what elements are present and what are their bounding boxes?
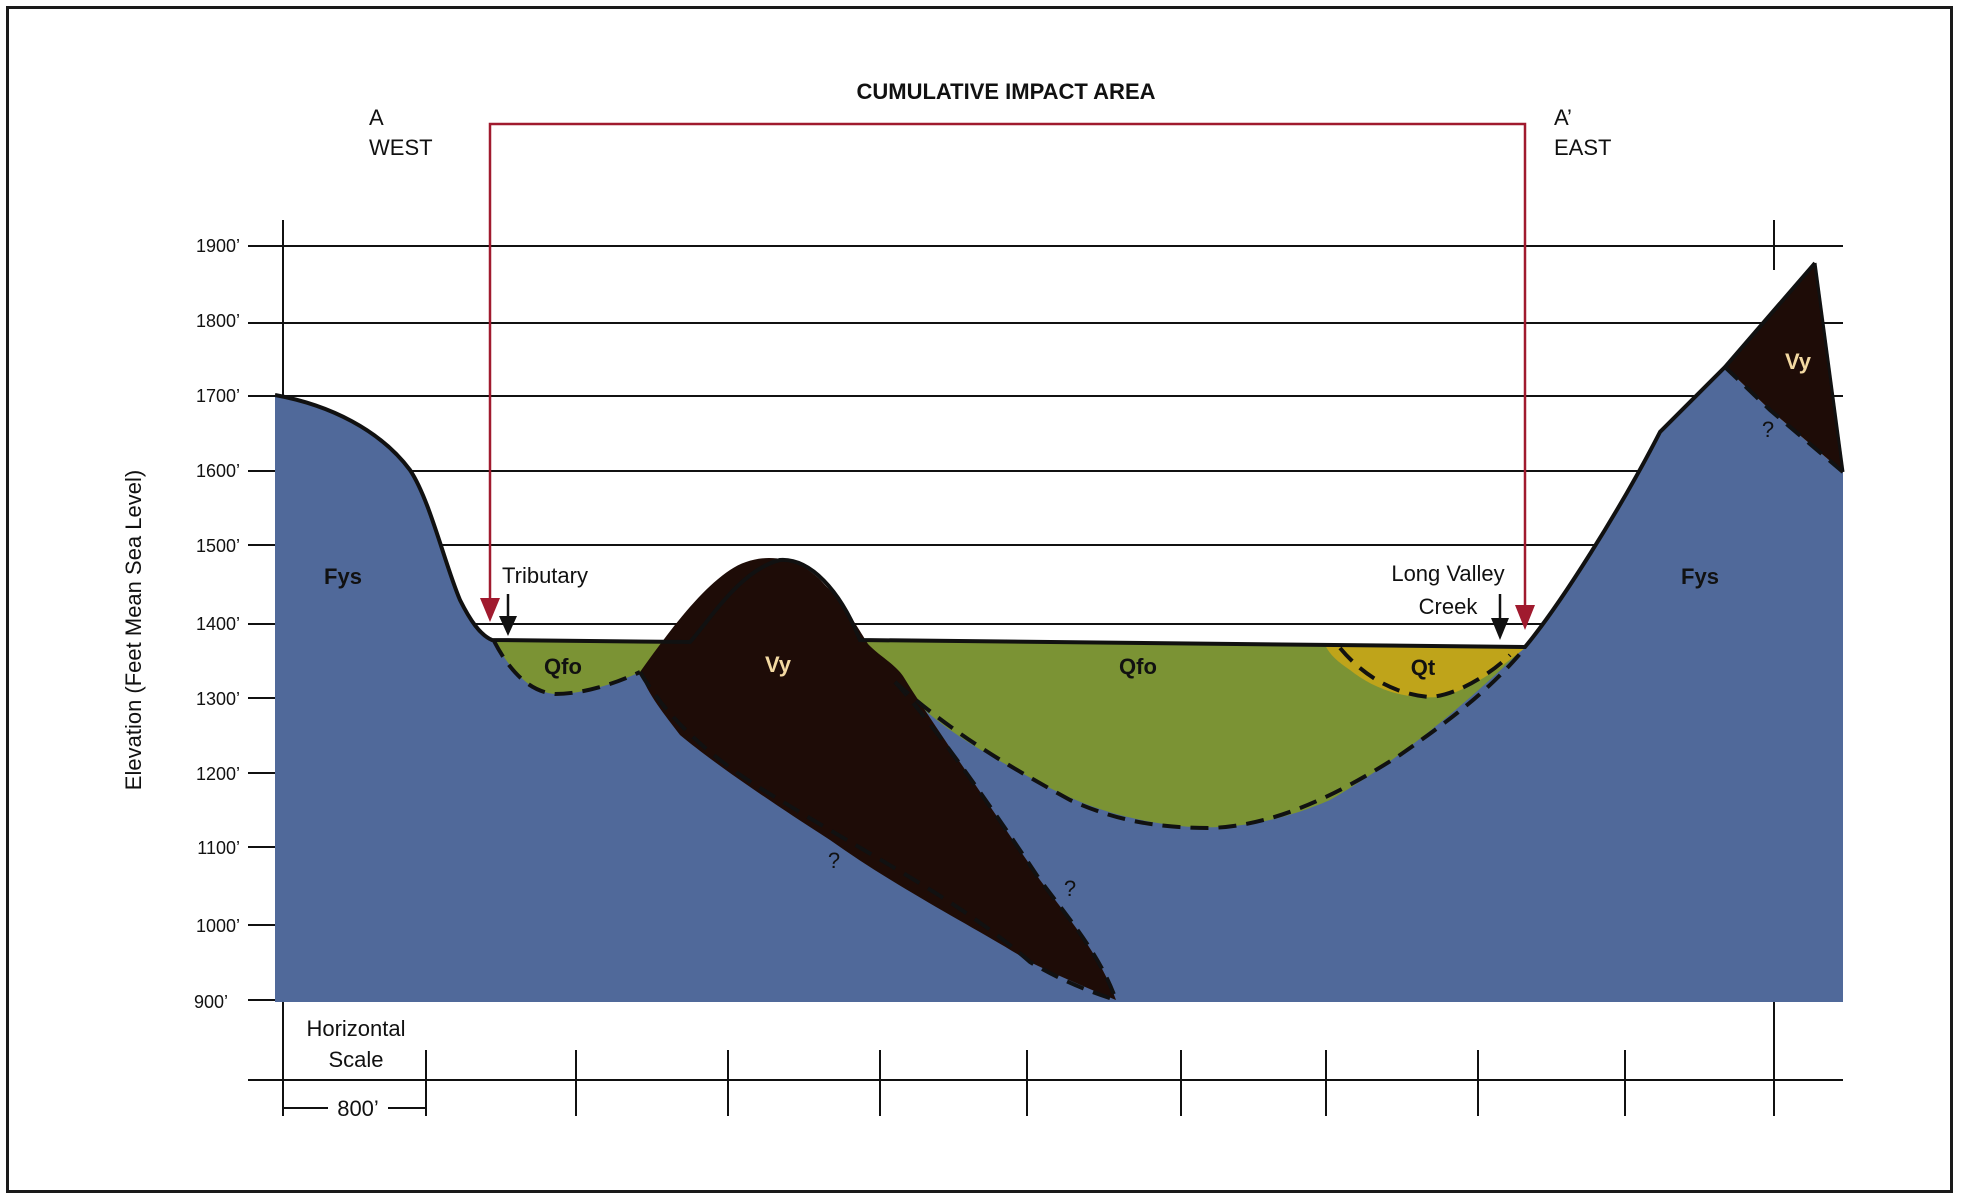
uncertain-mark: ? (1064, 876, 1076, 901)
tick-label: 1800’ (196, 311, 240, 331)
creek-label-line2: Creek (1419, 594, 1479, 619)
tributary-label: Tributary (502, 563, 588, 588)
unit-label-fys-east: Fys (1681, 564, 1719, 589)
unit-label-fys-west: Fys (324, 564, 362, 589)
vy-central-upper-contact (893, 680, 1118, 1001)
vy-east-area (1725, 263, 1843, 472)
tributary-arrow-head (499, 616, 517, 636)
unit-label-qfo-small: Qfo (544, 654, 582, 679)
unit-label-qt: Qt (1411, 655, 1436, 680)
tick-label: 1200’ (196, 764, 240, 784)
uncertain-mark: ? (1762, 417, 1774, 442)
unit-label-vy-east: Vy (1785, 349, 1812, 374)
tick-label: 1600’ (196, 461, 240, 481)
impact-area-arrows (480, 598, 1535, 630)
unit-label-qfo-large: Qfo (1119, 654, 1157, 679)
vy-east-contact (1723, 365, 1845, 474)
west-direction: WEST (369, 135, 433, 160)
qt-contact (1338, 646, 1512, 700)
qfo-large-contact (893, 646, 1527, 831)
west-letter: A (369, 105, 384, 130)
y-axis-label: Elevation (Feet Mean Sea Level) (121, 470, 146, 790)
vy-central-area (640, 558, 1116, 1000)
tick-label: 1700’ (196, 386, 240, 406)
impact-area-bracket (488, 122, 1527, 605)
scale-label-line2: Scale (328, 1047, 383, 1072)
impact-area-title: CUMULATIVE IMPACT AREA (856, 79, 1155, 104)
tick-label: 1500’ (196, 536, 240, 556)
tick-label: 1100’ (197, 838, 240, 858)
contact-lines (492, 365, 1845, 1002)
scale-distance: 800’ (337, 1096, 379, 1121)
uncertain-mark: ? (828, 848, 840, 873)
impact-arrow-east (1515, 605, 1535, 630)
tick-label: 1300’ (196, 689, 240, 709)
unit-label-vy-central: Vy (765, 652, 792, 677)
tick-label: 900’ (194, 992, 228, 1012)
tick-label: 1400’ (196, 614, 240, 634)
vy-central-lower-contact (638, 670, 1117, 1002)
tick-label: 1000’ (196, 916, 240, 936)
diagram-frame (6, 6, 1953, 1193)
vy-east-edge (1813, 262, 1845, 473)
elevation-tick-labels: 1900’ 1800’ 1700’ 1600’ 1500’ 1400’ 1300… (194, 236, 240, 1012)
feature-arrows (499, 594, 1509, 640)
qfo-small-area (494, 641, 690, 694)
creek-arrow-head (1491, 618, 1509, 640)
creek-label-line1: Long Valley (1391, 561, 1504, 586)
scale-label-line1: Horizontal (306, 1016, 405, 1041)
ground-surface-line (274, 261, 1817, 650)
horizontal-scale-ticks (282, 1002, 1775, 1116)
impact-arrow-west (480, 598, 500, 622)
impact-area-outline (488, 122, 1527, 605)
qfo-small-contact (492, 640, 641, 697)
east-direction: EAST (1554, 135, 1611, 160)
east-letter: A’ (1554, 105, 1572, 130)
tick-label: 1900’ (196, 236, 240, 256)
qt-terrace-area (1325, 645, 1525, 698)
